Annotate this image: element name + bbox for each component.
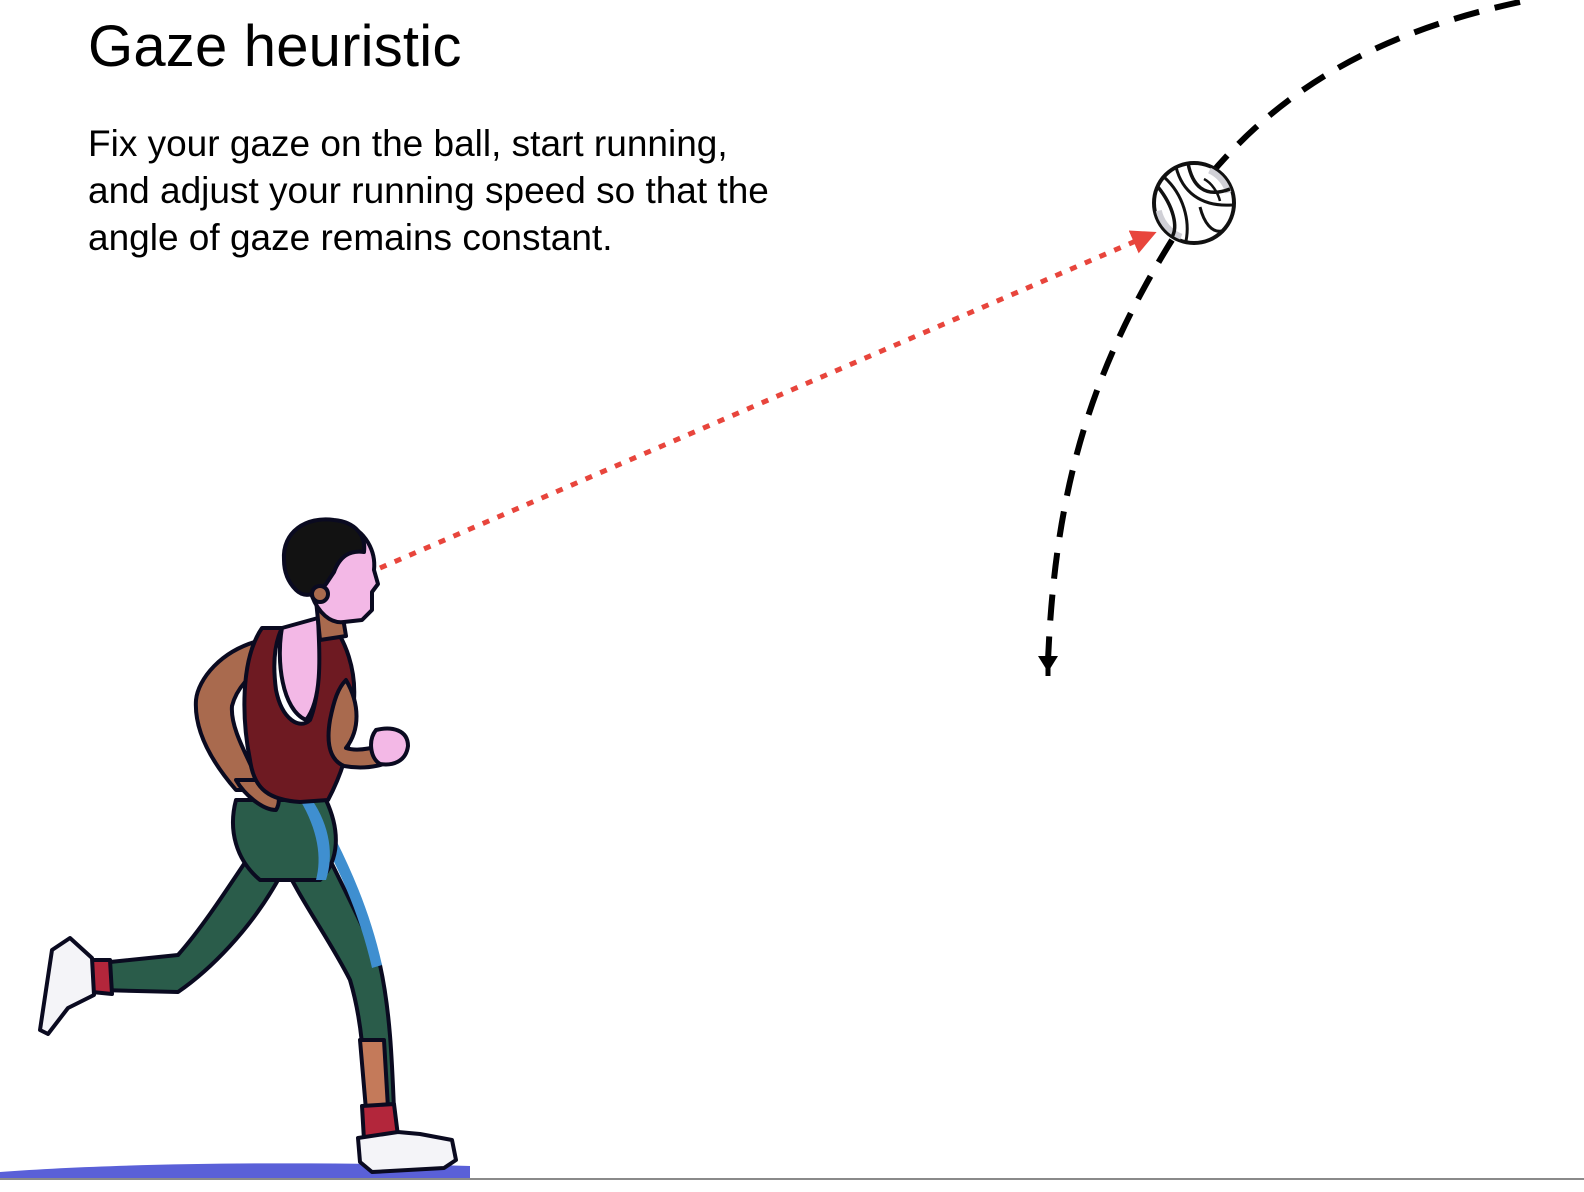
volleyball-icon	[1152, 161, 1236, 245]
slide-title: Gaze heuristic	[88, 14, 462, 79]
description: Fix your gaze on the ball, start running…	[88, 120, 848, 261]
ball-trajectory-descent	[1045, 238, 1175, 661]
ground-shadow	[0, 1163, 470, 1178]
description-line-3: angle of gaze remains constant.	[88, 217, 613, 258]
description-line-1: Fix your gaze on the ball, start running…	[88, 123, 728, 164]
gaze-line	[379, 230, 1157, 571]
ball-trajectory	[1207, 0, 1521, 177]
bottom-divider	[0, 1178, 1584, 1180]
description-line-2: and adjust your running speed so that th…	[88, 170, 769, 211]
runner-figure-icon	[38, 517, 458, 1174]
